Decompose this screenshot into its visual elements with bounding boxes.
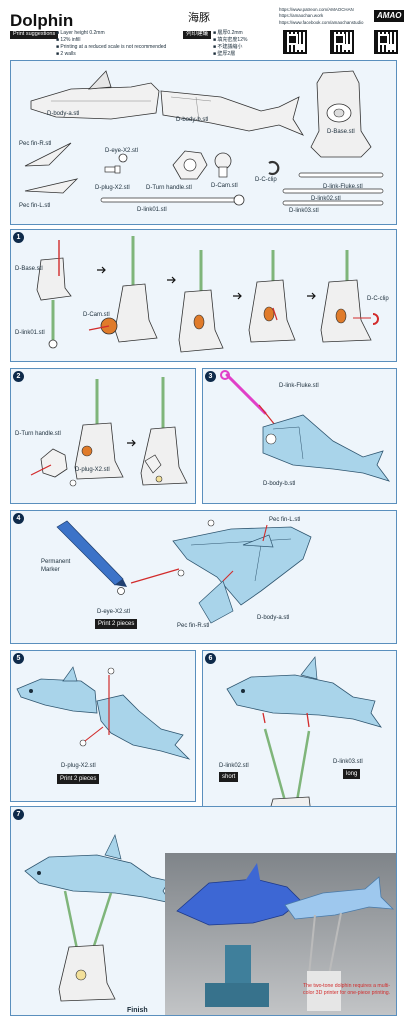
photo-dolphins — [176, 863, 395, 1011]
part-label-link01: D-link01.stl — [137, 207, 167, 213]
page-title: Dolphin — [10, 11, 74, 30]
label-marker: Permanent Marker — [41, 559, 77, 575]
step-number: 6 — [205, 653, 216, 664]
photo-note: The two-tone dolphin requires a multi-co… — [303, 983, 395, 996]
step-3-panel: 3 D-link-Fluke.stl D-body-b.stl — [202, 368, 397, 504]
part-label-cam: D-Cam.stl — [211, 183, 238, 189]
print-2-tag: Print 2 pieces — [57, 774, 100, 784]
step-number: 5 — [13, 653, 24, 664]
suggestion-item: ■ 2 walls — [56, 51, 76, 57]
step-5-panel: 5 D-plug-X2.stl Print 2 pieces — [10, 650, 196, 802]
part-label-link02: D-link02.stl — [311, 196, 341, 202]
step-2-panel: 2 D-Turn handle.stl D-plug-X2.stl — [10, 368, 196, 504]
step-3-illustration — [220, 370, 391, 482]
qr-code-website[interactable] — [330, 30, 354, 54]
part-label-c-clip: D-C-clip — [255, 177, 277, 183]
part-label-body-a: D-body-a.stl — [47, 111, 80, 117]
jp-suggestion-item: ■ 層厚0.2mm — [213, 30, 243, 36]
label-eye: D-eye-X2.stl — [97, 609, 131, 615]
jp-suggestions-list: ■ 層厚0.2mm ■ 填充密度12% ■ 不建議縮小 ■ 壁厚2層 — [213, 31, 247, 57]
label-plug: D-plug-X2.stl — [61, 763, 96, 769]
label-c-clip: D-C-clip — [367, 296, 389, 302]
label-link01: D-link01.stl — [15, 330, 45, 336]
link-facebook[interactable]: https://www.facebook.com/amaochanstudio — [279, 19, 364, 25]
label-plug: D-plug-X2.stl — [75, 467, 110, 473]
suggestion-item: ■ 12% infill — [56, 37, 81, 43]
parts-panel: D-body-a.stl D-body-b.stl D-Base.stl Pec… — [10, 60, 397, 225]
label-link02: D-link02.stl — [219, 763, 249, 769]
short-tag: short — [219, 772, 239, 782]
qr-code-facebook[interactable] — [374, 30, 398, 54]
part-label-plug: D-plug-X2.stl — [95, 185, 130, 191]
step-1-panel: 1 D-Base.stl D-link01.stl — [10, 229, 397, 362]
jp-suggestions-label: 列印建議 — [183, 31, 212, 39]
links-list: https://www.patreon.com/AMAOCHAN https:/… — [279, 7, 364, 25]
label-link03: D-link03.stl — [333, 759, 363, 765]
marker-text: Permanent Marker — [41, 559, 71, 573]
suggestion-item: ■ Printing at a reduced scale is not rec… — [56, 44, 167, 50]
label-turn-handle: D-Turn handle.stl — [15, 431, 61, 437]
part-label-link03: D-link03.stl — [289, 208, 319, 214]
photo-note-text: The two-tone dolphin requires a multi-co… — [303, 983, 391, 996]
label-pec-fin-l: Pec fin-L.stl — [269, 517, 301, 523]
step-7-illustration — [24, 833, 172, 1002]
qr-code-patreon[interactable] — [283, 30, 307, 54]
print-suggestions-list: ■ Layer height 0.2mm ■ 12% infill ■ Prin… — [56, 31, 166, 57]
part-label-pec-fin-l: Pec fin-L.stl — [19, 203, 51, 209]
label-base: D-Base.stl — [15, 266, 43, 272]
step-1-illustration — [36, 236, 379, 353]
step-number: 7 — [13, 809, 24, 820]
step-number: 1 — [13, 232, 24, 243]
jp-suggestion-item: ■ 填充密度12% — [213, 37, 248, 43]
finish-label: Finish — [127, 1007, 148, 1014]
part-label-body-b: D-body-b.stl — [176, 117, 209, 123]
label-link-fluke: D-link-Fluke.stl — [279, 383, 319, 389]
jp-suggestion-item: ■ 壁厚2層 — [213, 51, 236, 57]
page-title-jp: 海豚 — [188, 12, 210, 24]
step-number: 4 — [13, 513, 24, 524]
label-pec-fin-r: Pec fin-R.stl — [177, 623, 210, 629]
suggestion-item: ■ Layer height 0.2mm — [56, 30, 105, 36]
finished-photo: The two-tone dolphin requires a multi-co… — [165, 853, 396, 1015]
link-website[interactable]: https://amaochan.work — [279, 13, 324, 19]
step-7-panel: 7 The two-tone dolphin requires a multi-… — [10, 806, 397, 1016]
label-body-b: D-body-b.stl — [263, 481, 296, 487]
brand-logo: AMAO — [374, 10, 405, 22]
label-cam: D-Cam.stl — [83, 312, 110, 318]
long-tag: long — [343, 769, 361, 779]
part-label-pec-fin-r: Pec fin-R.stl — [19, 141, 52, 147]
parts-illustration — [24, 70, 384, 206]
step-4-panel: 4 Permanent Marker D-eye-X2.stl Print 2 … — [10, 510, 397, 644]
part-label-eye: D-eye-X2.stl — [105, 148, 139, 154]
step-4-illustration — [56, 519, 312, 624]
part-label-turn-handle: D-Turn handle.stl — [146, 185, 192, 191]
print-2-tag: Print 2 pieces — [95, 619, 138, 629]
step-number: 2 — [13, 371, 24, 382]
part-label-link-fluke: D-link-Fluke.stl — [323, 184, 363, 190]
step-2-illustration — [30, 377, 188, 487]
part-label-base: D-Base.stl — [327, 129, 355, 135]
label-body-a: D-body-a.stl — [257, 615, 290, 621]
print-suggestions-label: Print suggestions — [10, 31, 59, 39]
link-patreon[interactable]: https://www.patreon.com/AMAOCHAN — [279, 7, 354, 12]
jp-suggestion-item: ■ 不建議縮小 — [213, 44, 243, 50]
step-5-illustration — [16, 666, 191, 760]
step-number: 3 — [205, 371, 216, 382]
